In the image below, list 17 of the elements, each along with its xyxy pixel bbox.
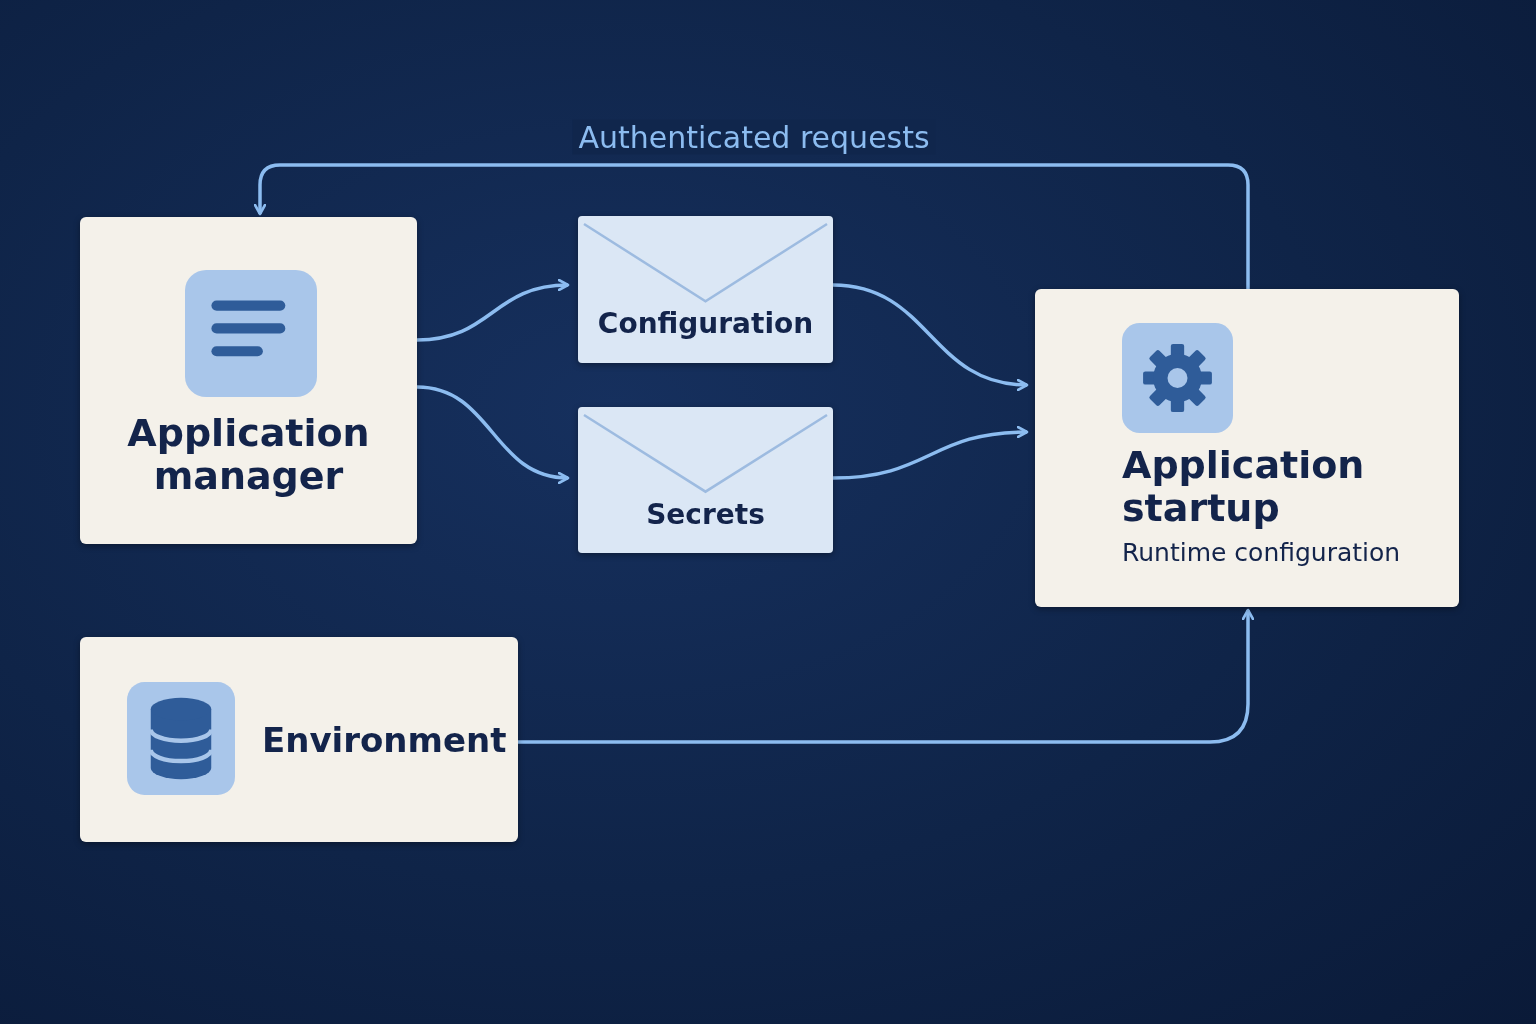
- arrow: [832, 283, 1029, 391]
- node-title: Application manager: [126, 412, 371, 498]
- process-card: [80, 217, 417, 544]
- node-title: Application startup: [1122, 444, 1366, 530]
- arrow: [832, 426, 1029, 480]
- process-card: [1035, 289, 1459, 607]
- node-title: Configuration: [596, 308, 815, 340]
- node-title: Secrets: [645, 499, 766, 531]
- envelope-card: [578, 407, 833, 553]
- node-subtitle: Runtime configuration: [1122, 539, 1402, 567]
- process-card: [80, 637, 518, 842]
- arrow: [253, 163, 1250, 289]
- arrow: [518, 608, 1255, 744]
- node-title: Environment: [262, 721, 508, 760]
- envelope-card: [578, 216, 833, 363]
- arrow: [416, 385, 570, 484]
- arrow: [416, 279, 570, 342]
